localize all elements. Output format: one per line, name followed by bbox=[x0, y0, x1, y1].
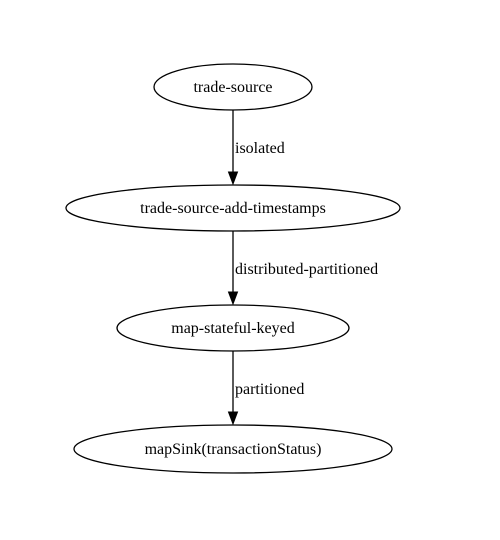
edge-source-to-timestamps: isolated bbox=[227, 110, 285, 186]
arrow-head bbox=[227, 411, 239, 426]
node-mapsink-transaction-status[interactable]: mapSink(transactionStatus) bbox=[73, 424, 393, 474]
node-ellipse bbox=[153, 63, 313, 111]
edge-label-partitioned: partitioned bbox=[235, 381, 304, 398]
edge-label-isolated: isolated bbox=[235, 140, 285, 157]
edge-keyed-to-sink: partitioned bbox=[227, 351, 304, 426]
arrow-head bbox=[227, 291, 239, 306]
node-map-stateful-keyed[interactable]: map-stateful-keyed bbox=[116, 304, 350, 352]
node-ellipse bbox=[65, 184, 401, 232]
edge-label-distributed-partitioned: distributed-partitioned bbox=[235, 261, 378, 278]
node-ellipse bbox=[73, 424, 393, 474]
edge-timestamps-to-keyed: distributed-partitioned bbox=[227, 231, 378, 306]
node-trade-source-add-timestamps[interactable]: trade-source-add-timestamps bbox=[65, 184, 401, 232]
node-label: map-stateful-keyed bbox=[171, 320, 295, 337]
arrow-head bbox=[227, 171, 239, 186]
node-label: trade-source bbox=[193, 79, 272, 96]
node-label: mapSink(transactionStatus) bbox=[145, 441, 322, 458]
node-label: trade-source-add-timestamps bbox=[140, 200, 326, 217]
node-trade-source[interactable]: trade-source bbox=[153, 63, 313, 111]
node-ellipse bbox=[116, 304, 350, 352]
